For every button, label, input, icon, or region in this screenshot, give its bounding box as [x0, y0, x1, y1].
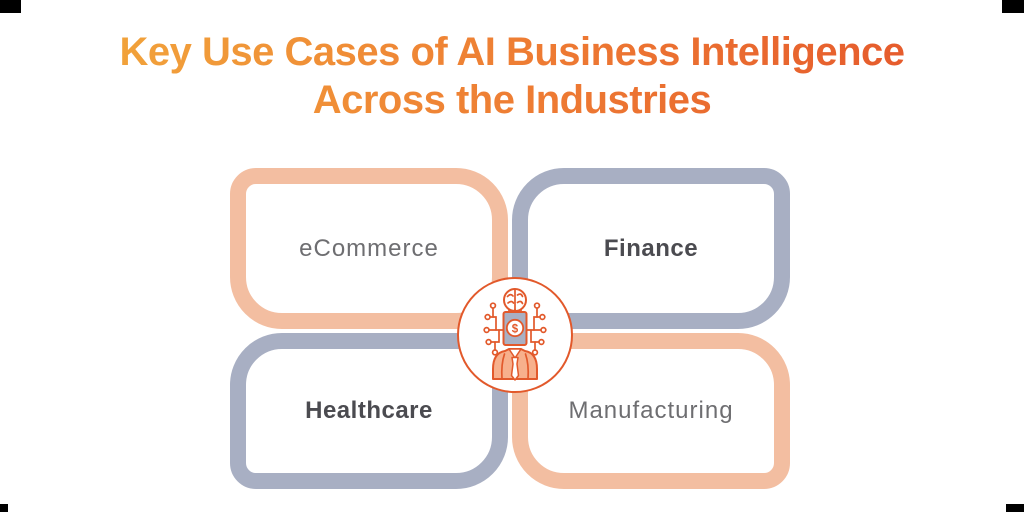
- industry-label-finance: Finance: [603, 234, 699, 262]
- title-line-1: Key Use Cases of AI Business Intelligenc…: [119, 30, 905, 74]
- ai-human-brain-circuit-dollar-icon: $: [483, 288, 547, 381]
- corner-mark-bottom-left: [0, 504, 8, 512]
- corner-mark-top-right: [1002, 0, 1024, 13]
- corner-mark-bottom-right: [1006, 504, 1024, 512]
- corner-mark-top-left: [0, 0, 21, 13]
- ai-bi-center-badge: $: [457, 277, 573, 393]
- page-title: Key Use Cases of AI Business Intelligenc…: [0, 28, 1024, 124]
- industry-label-healthcare: Healthcare: [305, 397, 433, 424]
- industry-label-ecommerce: eCommerce: [299, 234, 439, 262]
- industry-label-manufacturing: Manufacturing: [568, 397, 734, 424]
- dollar-sign-glyph: $: [512, 323, 519, 335]
- title-line-2: Across the Industries: [312, 78, 712, 122]
- industry-box-ecommerce: eCommerce: [230, 168, 508, 329]
